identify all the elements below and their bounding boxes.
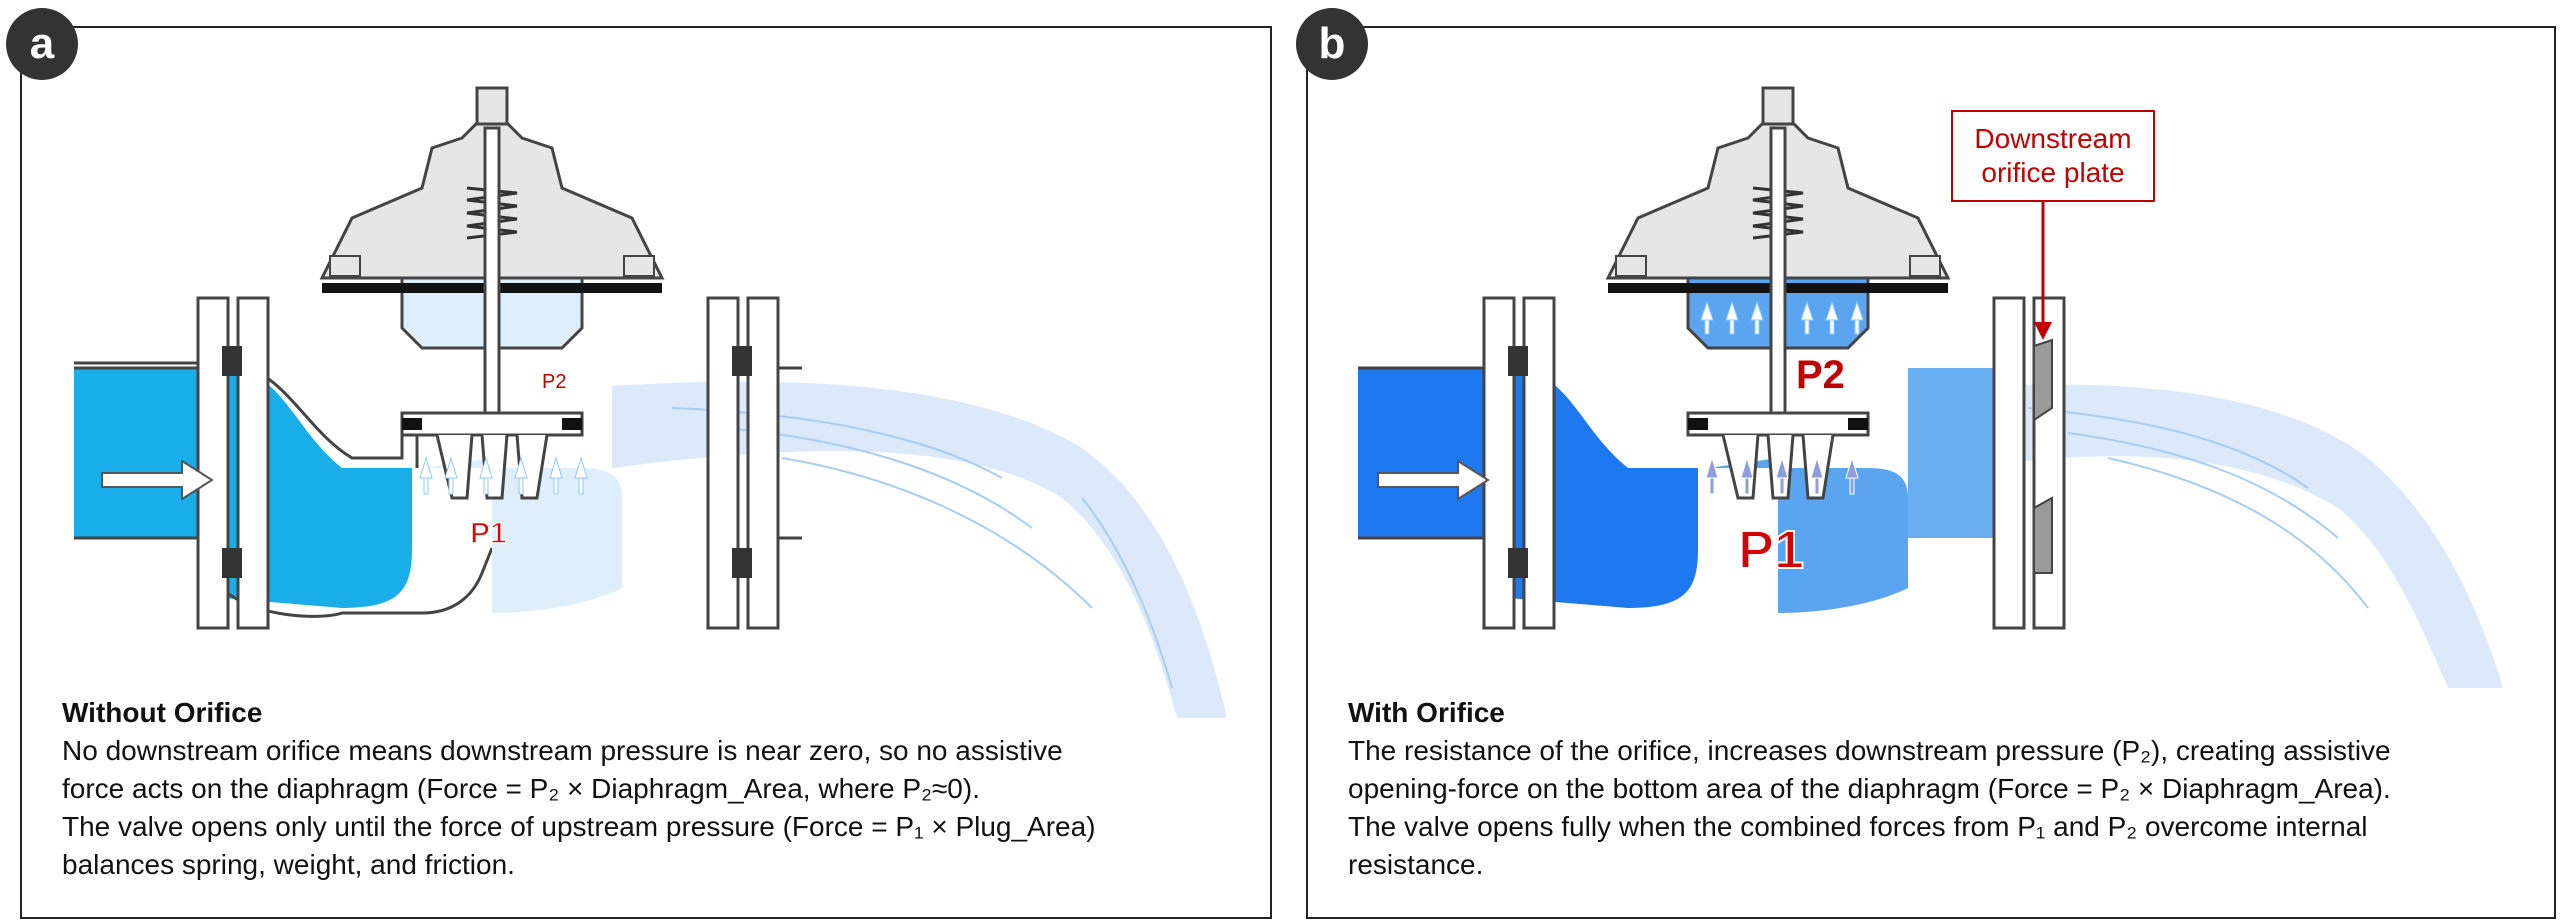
p2-label: P2 (1796, 353, 1845, 397)
orifice-plate-callout: Downstream orifice plate (1951, 110, 2155, 202)
p1-label: P1 (1738, 520, 1804, 580)
caption-b: With Orifice The resistance of the orifi… (1348, 694, 2508, 884)
panel-without-orifice: P1 P2 Without Orifice No downstream orif… (20, 26, 1272, 919)
caption-line: The valve opens fully when the combined … (1348, 811, 2368, 842)
panel-badge-b: b (1296, 8, 1368, 80)
caption-line: The resistance of the orifice, increases… (1348, 735, 2391, 766)
p1-label: P1 (470, 517, 507, 550)
p2-label: P2 (542, 371, 566, 393)
caption-line: force acts on the diaphragm (Force = P₂ … (62, 773, 980, 804)
valve-diagram-b: P1 P2 (1358, 86, 2503, 688)
panel-badge-a: a (6, 8, 78, 80)
caption-line: balances spring, weight, and friction. (62, 849, 515, 880)
caption-line: opening-force on the bottom area of the … (1348, 773, 2391, 804)
caption-a: Without Orifice No downstream orifice me… (62, 694, 1222, 884)
valve-diagram-a: P1 P2 (74, 86, 1227, 718)
caption-line: No downstream orifice means downstream p… (62, 735, 1063, 766)
panel-with-orifice: P1 P2 Downstream orifice plate With Orif… (1306, 26, 2556, 919)
caption-line: The valve opens only until the force of … (62, 811, 1096, 842)
caption-line: resistance. (1348, 849, 1484, 880)
caption-title: With Orifice (1348, 697, 1505, 728)
orifice-plate-top (2033, 338, 2053, 422)
water-spray (1978, 384, 2503, 688)
water-spray (612, 381, 1227, 718)
caption-title: Without Orifice (62, 697, 263, 728)
callout-line: Downstream (1974, 123, 2132, 154)
callout-line: orifice plate (1981, 157, 2125, 188)
orifice-plate-bottom (2033, 496, 2053, 574)
